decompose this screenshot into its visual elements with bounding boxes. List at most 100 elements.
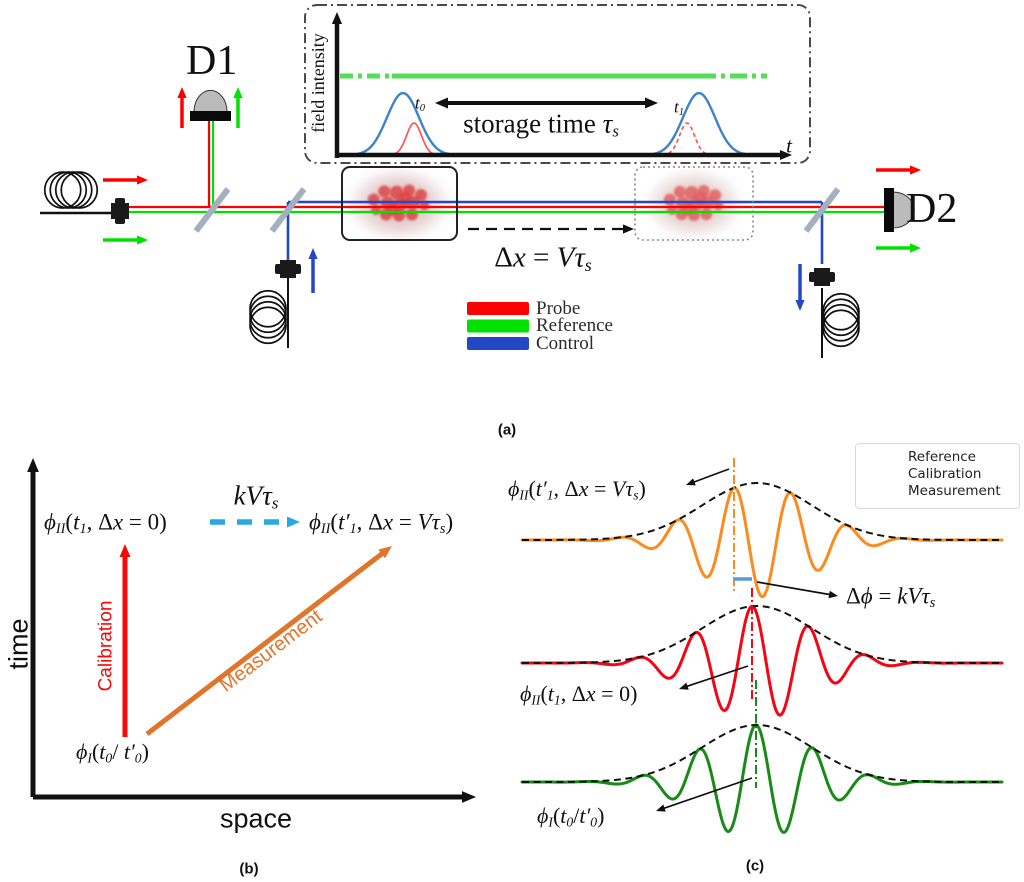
input-coupler-flange [115,198,125,224]
inset-t1-label: t1 [674,97,684,119]
measurement-arrow-line [145,550,386,736]
ann-arrow-calibration-line [685,665,749,688]
inset-t0-label: t0 [415,93,425,115]
input-fiber-coil-loop-3 [60,171,99,209]
calibration-arrow [119,544,131,737]
atom-cloud-1 [346,166,452,242]
control-fiber-coil-left-loop-3 [249,306,287,345]
probe-d2-arrow [876,165,921,175]
ann-arrow-delta-phi-head [828,590,838,599]
ann-arrow-measurement [686,468,730,486]
reference-d2-arrow-head [910,243,921,253]
legend-a-reference-label: Reference [536,315,613,336]
atom-cloud-2 [643,167,745,241]
ann-arrow-reference [656,777,753,812]
measurement-arrow [145,546,392,736]
input-fiber-coil [43,171,99,209]
detector-d2-base [884,188,894,232]
caption-a: (a) [497,421,517,439]
atom-cloud-2-blob-14 [681,203,694,216]
ann-arrow-delta-phi [756,581,838,599]
caption-b: (b) [239,860,259,878]
legend-c-measurement-label: Measurement [908,483,1001,499]
inset-x-axis-head [780,149,792,161]
inset-retrieved-pulse-t0 [388,122,440,156]
kvts-label: kVτs [233,480,279,513]
storage-time-arrow-head2 [435,97,448,109]
displacement-arrow [468,224,634,234]
control-fiber-coil-left [249,289,287,345]
waveform-measurement [520,486,1004,599]
probe-input-arrow [103,175,148,185]
beam-splitter-2 [269,187,307,233]
atom-cloud-2-blob-1 [673,185,686,198]
ann-arrow-measurement-head [686,478,696,486]
ann-reference-phase: ϕI(t0/t′0) [537,803,605,830]
atom-cloud-1-blob-14 [386,203,399,216]
legend-c-calibration-label: Calibration [908,466,982,482]
atom-cloud-2-blob-12 [700,208,713,221]
cell-box-dotted [634,166,754,241]
control-up-arrow [308,248,318,293]
detector-d1-dome [193,89,228,113]
inset-x-axis [335,149,792,161]
control-fiber-coil-right [822,292,860,348]
phi-b-bottom: ϕI(t0/ t′0) [76,739,149,766]
displacement-label: Δx = Vτs [494,241,592,275]
ann-calibration-phase: ϕII(t1, Δx = 0) [520,681,638,708]
legend-a-control-label: Control [536,333,595,354]
kvts-dashed-arrow-head [287,516,300,528]
inset-probe-pulse-t0 [348,91,457,157]
panel-b-ylabel: time [3,618,34,670]
atom-cloud-2-blob-0 [663,193,676,206]
legend-a-swatch-1 [467,319,529,333]
panel-b-y-axis-head [27,458,39,472]
panel-c-legend-box [855,443,1020,509]
inset-y-axis [331,12,343,158]
atom-cloud-1-blob-0 [367,193,380,206]
kvts-dashed-arrow [210,516,300,528]
inset-retrieved-pulse-t1 [661,122,713,156]
ann-arrow-reference-line [662,777,753,810]
reference-d1-arrow-head [233,87,243,98]
inset-xlabel: t [786,133,792,158]
phi-b-left: ϕII(t1, Δx = 0) [44,509,167,538]
inset-border [304,4,811,164]
control-coupler-left [275,260,301,278]
displacement-arrow-head [623,224,634,234]
reference-input-arrow [103,235,148,245]
panel-b-x-axis-head [462,791,476,803]
beam-splitter-3 [803,187,841,233]
legend-a-swatch-0 [467,302,529,315]
calibration-arrow-head [119,544,131,557]
detector-d1-base [190,111,231,121]
measurement-arrow-head [378,546,392,559]
ann-measurement-phase: ϕII(t′1, Δx = Vτs) [508,476,646,503]
detector-d1-label: D1 [186,38,238,84]
legend-a-probe-label: Probe [536,298,581,319]
legend-c-reference-label: Reference [908,449,976,465]
reference-input-arrow-head [137,235,148,245]
detector-d2-label: D2 [906,186,958,232]
panel-b-xlabel: space [219,803,293,834]
ann-arrow-reference-head [656,804,666,812]
control-coupler-right [809,268,835,286]
reference-d2-arrow [876,243,921,253]
inset-y-axis-head [331,12,343,24]
control-coupler-right-flange [809,272,835,282]
storage-time-arrow-head [645,97,658,109]
beam-splitter-1 [193,187,231,233]
legend-a-swatch-2 [467,337,529,350]
atom-cloud-1-blob-12 [405,208,418,221]
inset-probe-pulse-t1 [644,91,753,157]
reference-d1-arrow [233,87,243,128]
control-down-arrow [795,264,805,311]
control-coupler-left-flange [275,264,301,274]
inset-ylabel: field intensity [308,33,328,133]
control-fiber-coil-right-loop-3 [822,309,860,348]
panel-b-y-axis [27,458,39,797]
calibration-arrow-label: Calibration [95,600,117,692]
probe-input-arrow-head [137,175,148,185]
